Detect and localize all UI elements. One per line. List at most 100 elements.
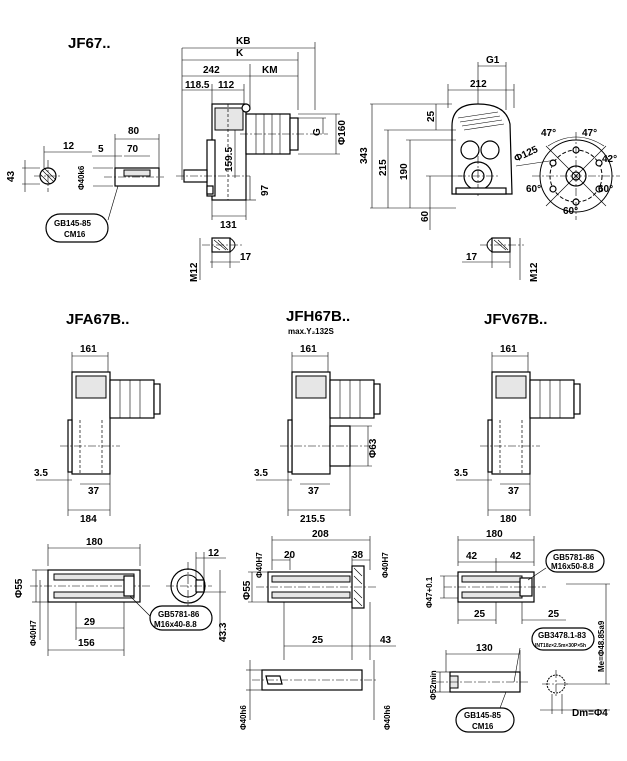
jfh-dim-37: 37: [308, 486, 320, 497]
jfh-side-view: 161 Φ63 3.5 37 215.5: [254, 344, 381, 525]
jfh-shaft-phi40h7-b: Φ40H7: [381, 552, 390, 578]
dim-12: 12: [63, 141, 75, 152]
jfa-dim-37: 37: [88, 486, 100, 497]
dim-phi40k6: Φ40k6: [77, 165, 86, 190]
jfv-shaft-dim-180: 180: [486, 529, 503, 540]
jfh-motor: [329, 379, 375, 419]
gear-circle-1: [460, 140, 480, 160]
jf-side-view: KB K 242 KM 118.5 112 Φ160: [176, 36, 348, 282]
svg-text:GB5781-86: GB5781-86: [553, 553, 595, 562]
jfh-shaft-dim-20: 20: [284, 550, 296, 561]
svg-text:GB3478.1-83: GB3478.1-83: [538, 631, 587, 640]
jfh-shaft-phi40h6-b: Φ40h6: [383, 705, 392, 730]
jfa-dim-3-5: 3.5: [34, 468, 48, 479]
jfv-shaft-dim-25-b: 25: [548, 609, 560, 620]
jfa-shaft-dim-29: 29: [84, 617, 96, 628]
jfa-motor: [109, 379, 155, 419]
jfv-std-note-gb3478: [531, 627, 595, 651]
dim-159-5: 159.5: [224, 147, 235, 172]
jf-front-view: G1 212 343 215 190 25 60: [359, 55, 620, 282]
angle-47-right: 47°: [582, 128, 597, 139]
jfv-shaft-dim-25-a: 25: [474, 609, 486, 620]
dim-190: 190: [399, 163, 410, 180]
gear-circle-2: [480, 140, 500, 160]
svg-text:M16x40-8.8: M16x40-8.8: [154, 620, 197, 629]
dim-131: 131: [220, 220, 237, 231]
dim-25: 25: [426, 110, 437, 122]
jfv-shaft-me: Me=Φ48.85a9: [597, 620, 606, 672]
svg-text:CM16: CM16: [472, 722, 494, 731]
dim-70: 70: [127, 144, 139, 155]
jfa-shaft-dim-12: 12: [208, 548, 220, 559]
svg-text:INT18z×2.5m×30P×5h: INT18z×2.5m×30P×5h: [535, 643, 586, 649]
jfv-shaft-dm: Dm=Φ4: [572, 708, 608, 719]
title-jfh67b: JFH67B..: [286, 308, 350, 325]
dim-17-right: 17: [466, 252, 478, 263]
jfv-dim-3-5: 3.5: [454, 468, 468, 479]
angle-60-left: 60°: [526, 184, 541, 195]
jfv-std-note-gb145: [455, 707, 515, 733]
dim-112: 112: [218, 80, 235, 91]
jfa-shaft-dim-43-3: 43.3: [218, 622, 229, 642]
jfv-dim-37: 37: [508, 486, 520, 497]
angle-60-right: 60°: [598, 184, 613, 195]
jfv-hollow-shaft-detail: 180 42 42 Φ47+0.1 25 25 GB5781-86 M16x50…: [425, 529, 610, 733]
jfh-shaft-phi40h7-a: Φ40H7: [255, 552, 264, 578]
jfa-side-view: 161 3.5 37 184: [34, 344, 161, 525]
jfv-side-view: 161 3.5 37 180: [454, 344, 581, 525]
dim-17-left: 17: [240, 252, 252, 263]
dim-m12-right: M12: [529, 262, 540, 282]
dim-k: K: [236, 48, 244, 59]
jfh-dim-215-5: 215.5: [300, 514, 325, 525]
dim-80: 80: [128, 126, 140, 137]
dim-m12-left: M12: [189, 262, 200, 282]
title-jf67: JF67..: [68, 35, 111, 52]
svg-text:GB145-85: GB145-85: [464, 711, 501, 720]
jfv-std-note-gb5781: [545, 549, 605, 573]
dim-43: 43: [6, 170, 17, 182]
svg-text:GB5781-86: GB5781-86: [158, 610, 200, 619]
svg-text:M16x50-8.8: M16x50-8.8: [551, 562, 594, 571]
dim-242: 242: [203, 65, 220, 76]
dim-5: 5: [98, 144, 104, 155]
jfa-shaft-dim-180: 180: [86, 537, 103, 548]
dim-212: 212: [470, 79, 487, 90]
jfa-shaft-phi40h7: Φ40H7: [29, 620, 38, 646]
title-jfa67b: JFA67B..: [66, 311, 129, 328]
jfh-shaft-dim-43: 43: [380, 635, 392, 646]
jfv-dim-161: 161: [500, 344, 517, 355]
jfh-hollow-shaft-detail: 208 20 38 Φ40H7 Φ40H7 Φ55 25 43 Φ40h6: [239, 529, 396, 730]
jfa-hollow-shaft-detail: 180 Φ55 Φ40H7 29 156 12 43.3 GB5781: [14, 537, 229, 656]
subtitle-jfh-max: max.Y₂132S: [288, 327, 334, 336]
jfh-dim-3-5: 3.5: [254, 468, 268, 479]
dim-97: 97: [260, 184, 271, 196]
jfa-std-note: [149, 605, 213, 631]
dim-g1: G1: [486, 55, 500, 66]
dim-343: 343: [359, 147, 370, 164]
jfh-dim-161: 161: [300, 344, 317, 355]
angle-42: 42°: [602, 154, 617, 165]
jfh-shaft-dim-25: 25: [312, 635, 324, 646]
dim-phi125: Φ125: [513, 144, 541, 165]
jfv-dim-180: 180: [500, 514, 517, 525]
jfv-shaft-phi52: Φ52min: [429, 670, 438, 700]
jfa-dim-184: 184: [80, 514, 97, 525]
dim-phi160: Φ160: [337, 120, 348, 145]
dim-kb: KB: [236, 36, 250, 47]
jfv-motor: [529, 379, 575, 419]
svg-text:CM16: CM16: [64, 230, 86, 239]
dim-km: KM: [262, 65, 278, 76]
svg-text:GB145-85: GB145-85: [54, 219, 91, 228]
jf-shaft-detail: 43 12 80 70 5 Φ40k6 GB145-85 CM16: [6, 126, 164, 243]
jfh-shaft-phi55: Φ55: [242, 580, 253, 600]
jfv-shaft-dim-130: 130: [476, 643, 493, 654]
angle-60-bottom: 60°: [563, 206, 578, 217]
jfh-dim-phi63: Φ63: [368, 438, 379, 458]
jfv-shaft-dim-42-a: 42: [466, 551, 478, 562]
jfv-shaft-dim-42-b: 42: [510, 551, 522, 562]
dim-g: G: [312, 128, 323, 136]
jfa-shaft-phi55: Φ55: [14, 578, 25, 598]
dim-118-5: 118.5: [185, 80, 210, 91]
jfa-shaft-dim-156: 156: [78, 638, 95, 649]
